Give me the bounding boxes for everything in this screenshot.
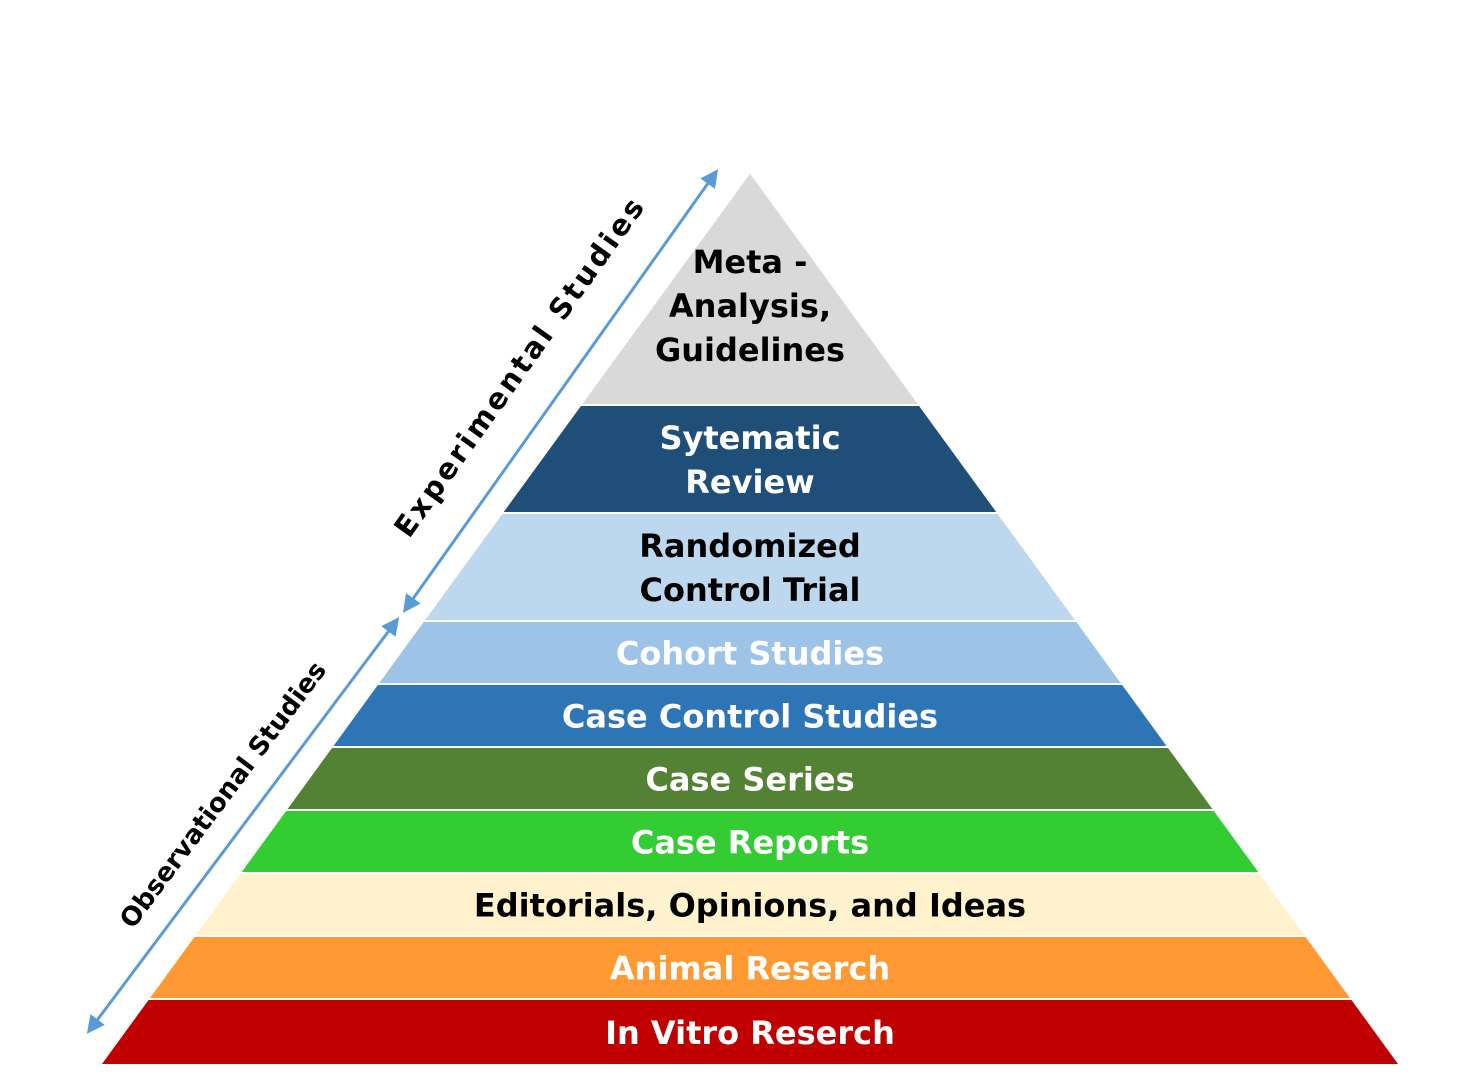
pyramid-level-5-label: Case Control Studies (562, 698, 938, 736)
pyramid-level-9-line-1: Animal Reserch (610, 950, 890, 988)
pyramid-level-7-line-1: Case Reports (631, 824, 869, 862)
pyramid-level-10-label: In Vitro Reserch (605, 1014, 895, 1052)
pyramid-level-1-line-3: Guidelines (655, 331, 845, 369)
pyramid-level-6-label: Case Series (645, 761, 854, 799)
pyramid-level-10-line-1: In Vitro Reserch (605, 1014, 895, 1052)
pyramid-level-5-line-1: Case Control Studies (562, 698, 938, 736)
pyramid-level-3-line-2: Control Trial (639, 571, 860, 609)
pyramid-level-6-line-1: Case Series (645, 761, 854, 799)
pyramid-level-8-label: Editorials, Opinions, and Ideas (474, 887, 1026, 925)
pyramid-level-7-label: Case Reports (631, 824, 869, 862)
observational-double-arrow (86, 617, 400, 1034)
pyramid-level-3-line-1: Randomized (639, 527, 860, 565)
experimental-double-arrow (402, 169, 719, 613)
pyramid-level-9-label: Animal Reserch (610, 950, 890, 988)
pyramid-level-1-line-1: Meta - (693, 243, 808, 281)
pyramid-level-8-line-1: Editorials, Opinions, and Ideas (474, 887, 1026, 925)
pyramid-level-4-label: Cohort Studies (616, 635, 884, 673)
pyramid-level-10 (98, 998, 1402, 1066)
pyramid-level-1-line-2: Analysis, (669, 287, 831, 325)
pyramid-level-2-line-1: Sytematic (659, 419, 840, 457)
pyramid-level-4-line-1: Cohort Studies (616, 635, 884, 673)
pyramid-level-2-line-2: Review (685, 463, 814, 501)
